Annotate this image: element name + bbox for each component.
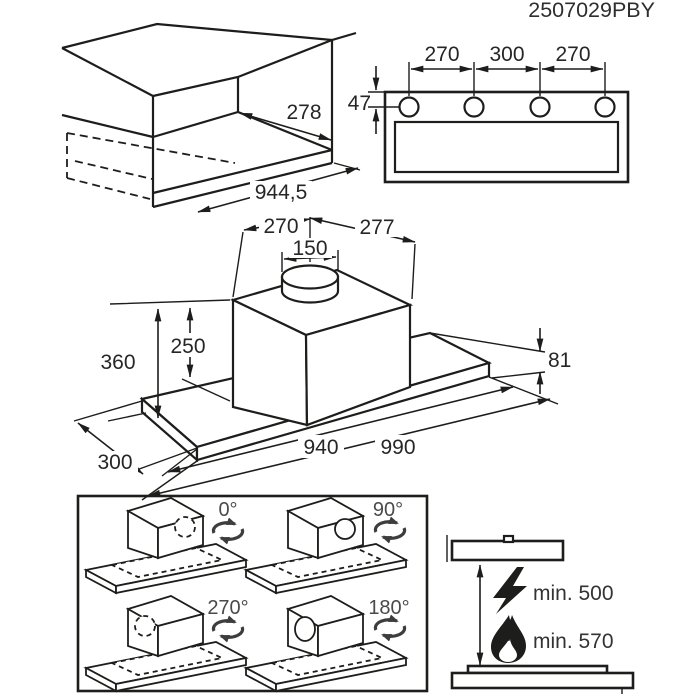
rotation-angle-label: 180° <box>368 597 409 619</box>
electric-clearance-label: min. 500 <box>533 582 614 605</box>
rotation-option-0: 0° <box>85 497 247 594</box>
gas-clearance-label: min. 570 <box>533 630 614 653</box>
rotate-icon <box>213 523 242 540</box>
duct-outlet-dashed <box>134 615 156 637</box>
rotate-icon <box>375 620 404 637</box>
dim-duct-offset-left: 270 <box>263 215 298 238</box>
dim-body-height: 250 <box>170 335 205 358</box>
dim-hole-spacing-right: 270 <box>555 43 590 66</box>
rotation-option-90: 90° <box>245 497 407 594</box>
rotate-icon <box>375 522 404 539</box>
mounting-hole-1 <box>398 96 420 118</box>
duct-spigot <box>280 264 340 304</box>
cabinet-cutout-view: 278 944,5 <box>61 22 361 213</box>
mounting-hole-3 <box>529 96 551 118</box>
cooktop-base <box>450 671 635 690</box>
dim-duct-offset-right: 277 <box>359 216 394 239</box>
hood-side-profile <box>450 539 565 562</box>
rotation-angle-label: 90° <box>373 499 403 521</box>
duct-outlet <box>294 616 316 642</box>
drilling-template-view: 270 300 270 47 <box>348 43 630 184</box>
rotation-option-270: 270° <box>85 595 249 692</box>
product-code: 2507029PBY <box>528 0 655 22</box>
template-cutout <box>393 120 620 174</box>
lightning-bolt-icon <box>493 567 527 614</box>
dim-hole-offset: 47 <box>348 92 371 115</box>
rotation-panel-border <box>76 494 429 693</box>
rotate-icon <box>213 621 242 638</box>
rotation-angle-label: 270° <box>207 597 248 619</box>
clearance-diagram: min. 500 min. 570 <box>446 534 635 694</box>
duct-stub <box>502 534 515 544</box>
dim-duct-diameter: 150 <box>292 237 327 260</box>
mounting-hole-4 <box>594 96 616 118</box>
rotation-angle-label: 0° <box>218 499 237 521</box>
hood-dimensions-view: 270 277 150 360 250 81 940 990 300 <box>73 215 571 501</box>
dim-width-total: 990 <box>380 436 415 459</box>
hidden-edges <box>66 132 236 200</box>
rotation-option-180: 180° <box>245 595 410 692</box>
mounting-hole-2 <box>463 96 485 118</box>
flame-icon <box>491 615 526 663</box>
duct-outlet <box>334 518 356 540</box>
rotation-options-panel: 0° 90° 270° 180° <box>76 494 429 693</box>
dim-depth: 300 <box>97 451 132 474</box>
dim-hole-spacing-left: 270 <box>424 43 459 66</box>
dim-niche-width: 944,5 <box>255 181 308 204</box>
dim-panel-height: 81 <box>548 349 571 372</box>
dim-niche-depth: 278 <box>286 101 321 124</box>
dim-width-body: 940 <box>303 436 338 459</box>
dim-hole-spacing-center: 300 <box>489 43 524 66</box>
dim-total-height: 360 <box>100 351 135 374</box>
duct-outlet-dashed <box>174 516 196 538</box>
